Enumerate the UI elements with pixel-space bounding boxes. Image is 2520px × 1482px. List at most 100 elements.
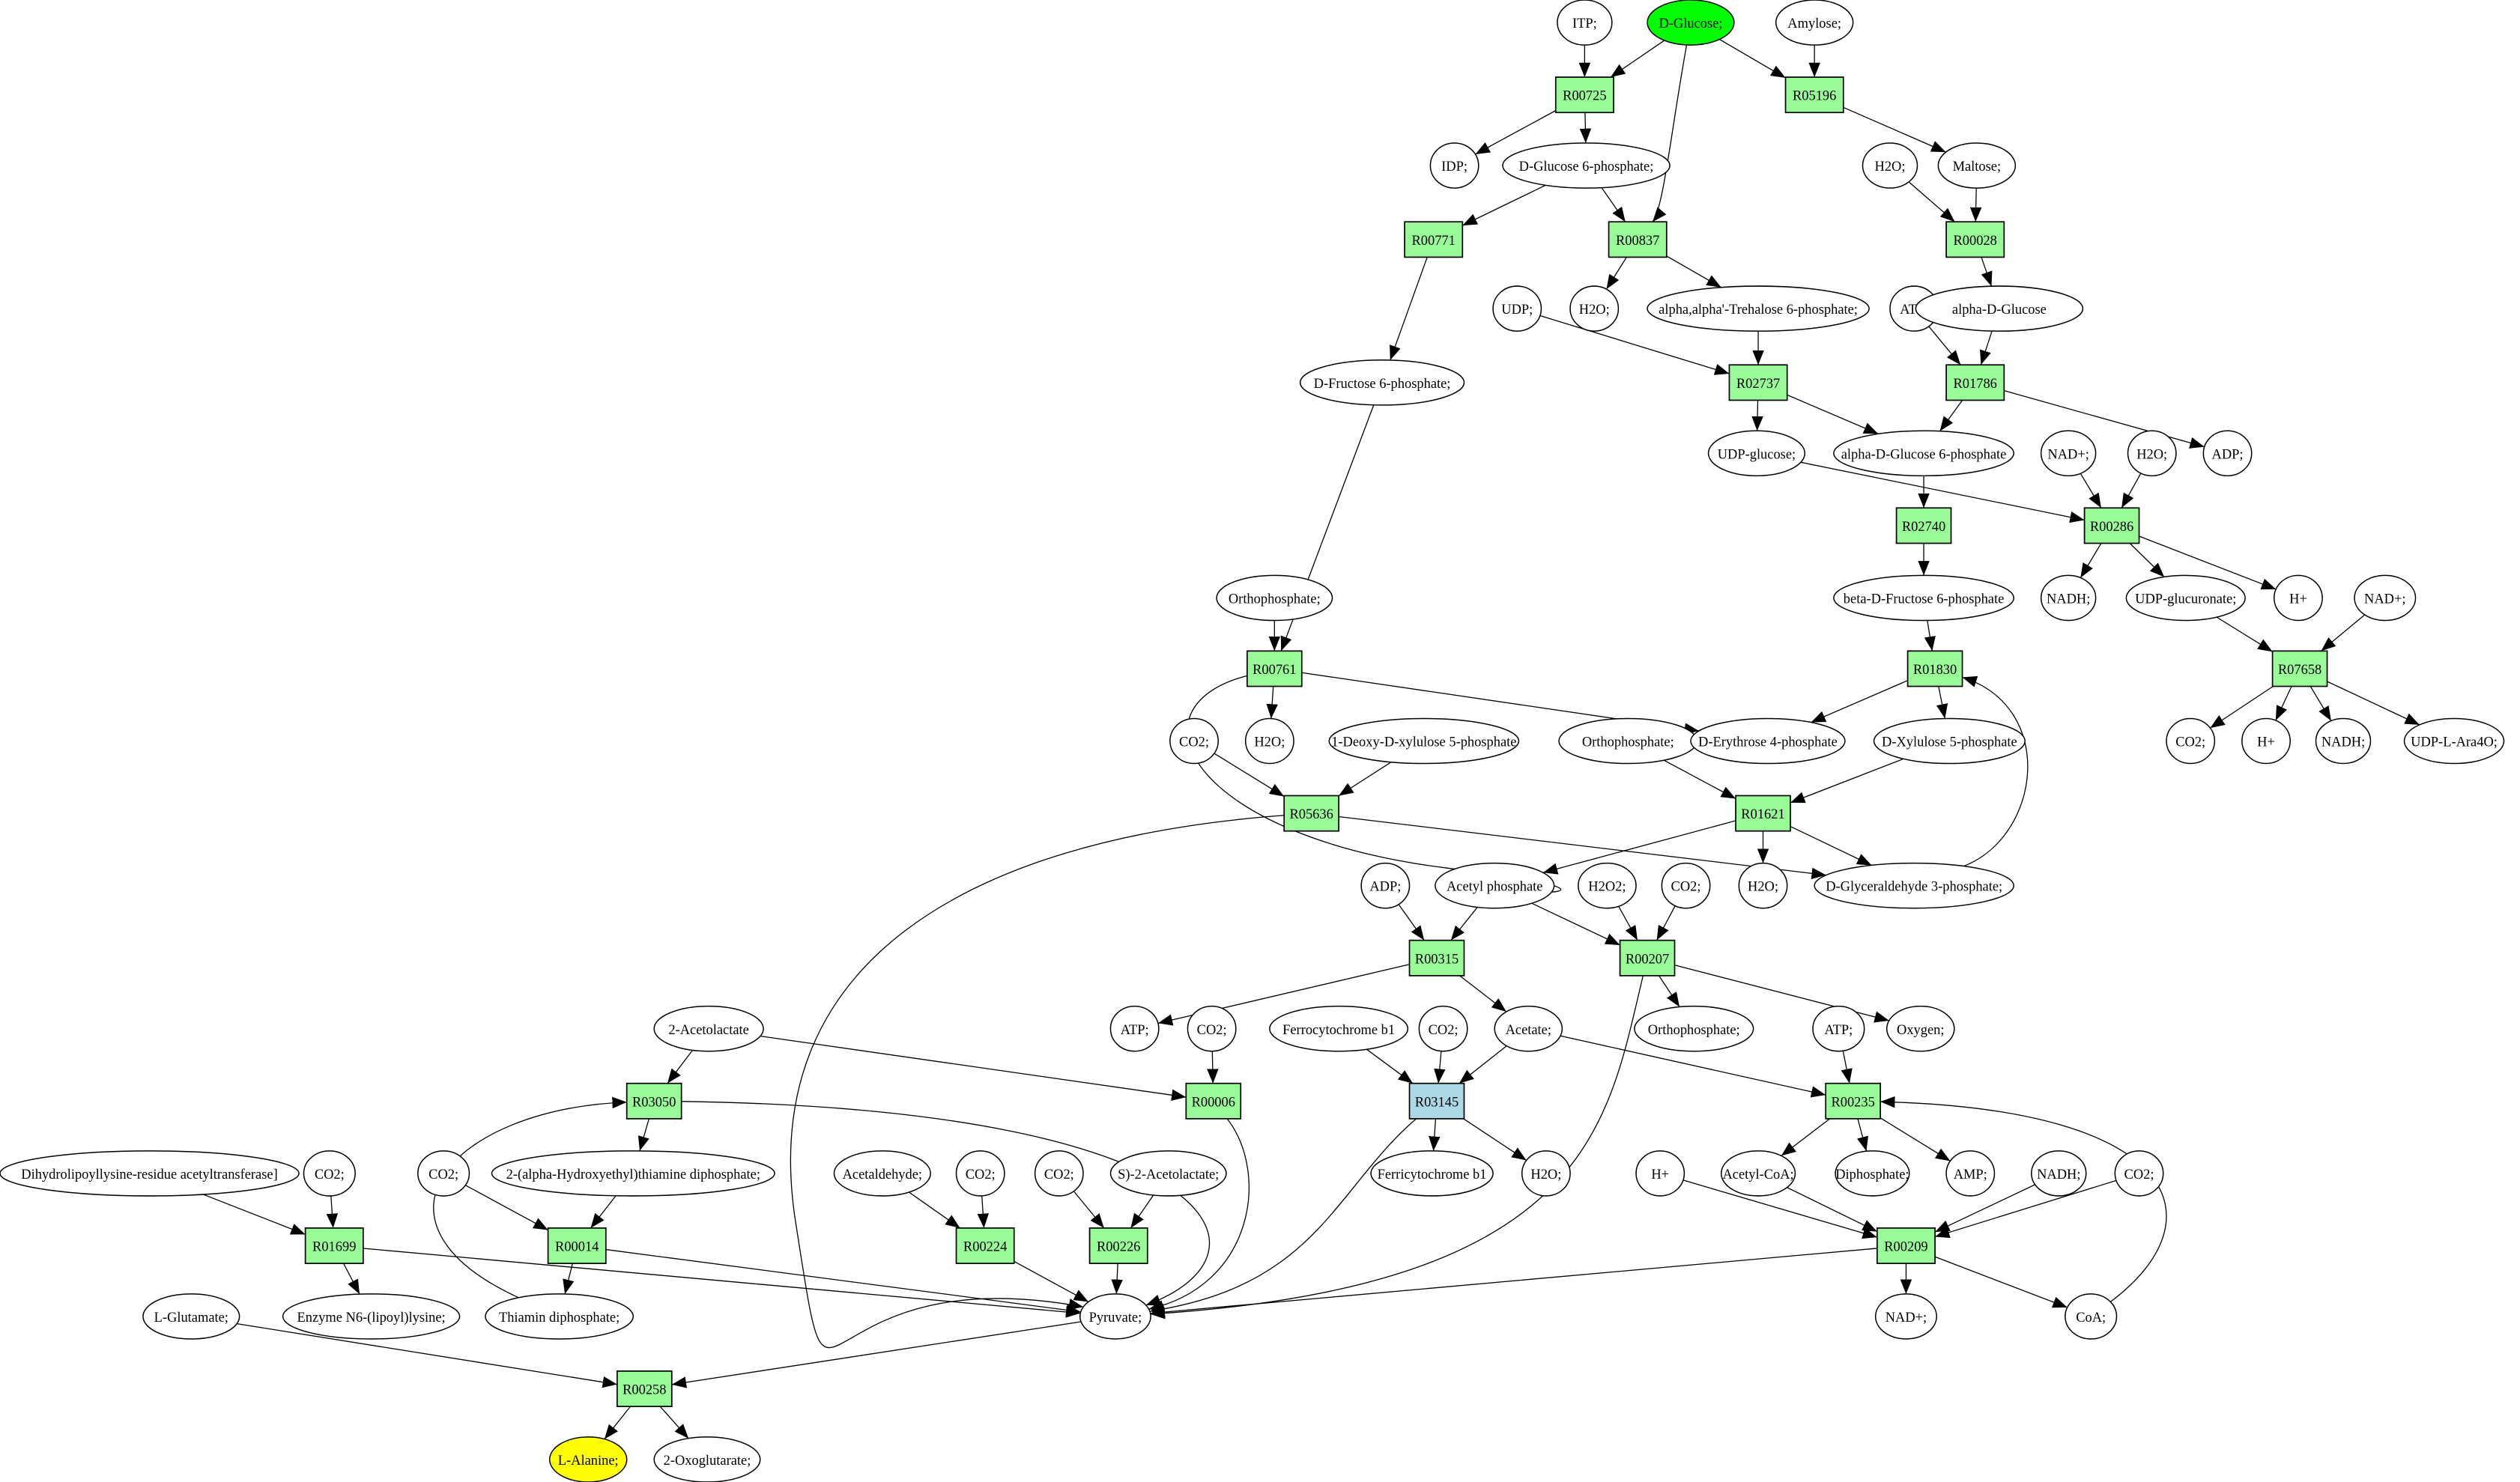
compound-node-tpp[interactable]: Thiamin diphosphate; bbox=[485, 1293, 634, 1340]
reaction-node-R01699[interactable]: R01699 bbox=[304, 1227, 364, 1264]
compound-node-nadh_a[interactable]: NADH; bbox=[2040, 574, 2097, 622]
reaction-node-R00028[interactable]: R00028 bbox=[1945, 221, 2005, 258]
compound-node-ferro[interactable]: Ferrocytochrome b1 bbox=[1269, 1005, 1409, 1052]
compound-node-co2_i[interactable]: CO2; bbox=[1034, 1150, 1084, 1197]
reaction-node-R00207[interactable]: R00207 bbox=[1619, 939, 1676, 977]
compound-node-g6p[interactable]: D-Glucose 6-phosphate; bbox=[1502, 142, 1671, 189]
compound-node-maltose[interactable]: Maltose; bbox=[1937, 142, 2017, 189]
reaction-node-R00209[interactable]: R00209 bbox=[1876, 1227, 1936, 1264]
compound-node-gap[interactable]: D-Glyceraldehyde 3-phosphate; bbox=[1814, 862, 2014, 909]
compound-node-f6p[interactable]: D-Fructose 6-phosphate; bbox=[1299, 359, 1465, 406]
reaction-node-R03050[interactable]: R03050 bbox=[626, 1082, 682, 1120]
compound-node-adp_b[interactable]: ADP; bbox=[1360, 862, 1411, 909]
compound-node-xu5p[interactable]: D-Xylulose 5-phosphate bbox=[1873, 717, 2026, 765]
compound-node-co2_a[interactable]: CO2; bbox=[1169, 717, 1219, 765]
compound-node-lipoyl[interactable]: Enzyme N6-(lipoyl)lysine; bbox=[282, 1293, 461, 1340]
compound-node-h2o_b[interactable]: H2O; bbox=[1569, 285, 1620, 332]
reaction-node-R00761[interactable]: R00761 bbox=[1246, 650, 1303, 687]
compound-node-udpglcu[interactable]: UDP-glucuronate; bbox=[2125, 574, 2246, 622]
reaction-node-R01786[interactable]: R01786 bbox=[1945, 364, 2005, 401]
compound-node-hp_c[interactable]: H+ bbox=[1635, 1150, 1685, 1197]
compound-node-amylose[interactable]: Amylose; bbox=[1775, 0, 1854, 46]
compound-node-lala[interactable]: L-Alanine; bbox=[548, 1436, 628, 1482]
compound-node-ortho_c[interactable]: Orthophosphate; bbox=[1634, 1005, 1754, 1052]
reaction-node-R05636[interactable]: R05636 bbox=[1283, 795, 1339, 832]
reaction-node-R00224[interactable]: R00224 bbox=[955, 1227, 1015, 1264]
compound-node-atp_c[interactable]: ATP; bbox=[1812, 1005, 1865, 1052]
compound-node-h2o_a[interactable]: H2O; bbox=[1862, 142, 1918, 189]
compound-node-acp[interactable]: Acetyl phosphate bbox=[1435, 862, 1555, 909]
compound-node-sacetolac[interactable]: S)-2-Acetolactate; bbox=[1109, 1150, 1227, 1197]
compound-node-hp_b[interactable]: H+ bbox=[2241, 717, 2291, 765]
compound-node-nadh_c[interactable]: NADH; bbox=[2031, 1150, 2087, 1197]
compound-node-h2o_e[interactable]: H2O; bbox=[1738, 862, 1788, 909]
compound-node-t6p[interactable]: alpha,alpha'-Trehalose 6-phosphate; bbox=[1647, 285, 1870, 332]
compound-node-pyr[interactable]: Pyruvate; bbox=[1079, 1293, 1151, 1340]
compound-node-idp[interactable]: IDP; bbox=[1429, 142, 1479, 189]
compound-node-udp[interactable]: UDP; bbox=[1492, 285, 1542, 332]
reaction-node-R00226[interactable]: R00226 bbox=[1088, 1227, 1148, 1264]
compound-node-oxoglu[interactable]: 2-Oxoglutarate; bbox=[653, 1436, 761, 1482]
compound-node-diphos[interactable]: Diphosphate; bbox=[1835, 1150, 1910, 1197]
reaction-node-R07658[interactable]: R07658 bbox=[2271, 650, 2328, 687]
compound-node-e4p[interactable]: D-Erythrose 4-phosphate bbox=[1690, 717, 1846, 765]
compound-node-adp_a[interactable]: ADP; bbox=[2202, 430, 2253, 477]
compound-node-adglc[interactable]: alpha-D-Glucose bbox=[1915, 285, 2084, 332]
compound-node-lglu[interactable]: L-Glutamate; bbox=[142, 1293, 240, 1340]
compound-node-udpara[interactable]: UDP-L-Ara4O; bbox=[2403, 717, 2505, 765]
compound-node-ortho_b[interactable]: Orthophosphate; bbox=[1558, 717, 1698, 765]
compound-node-nad_b[interactable]: NAD+; bbox=[2354, 574, 2417, 622]
compound-node-acetate[interactable]: Acetate; bbox=[1494, 1005, 1563, 1052]
reaction-node-R00837[interactable]: R00837 bbox=[1608, 221, 1668, 258]
reaction-node-R00014[interactable]: R00014 bbox=[547, 1227, 607, 1264]
compound-node-coa[interactable]: CoA; bbox=[2065, 1293, 2118, 1340]
compound-node-co2_c[interactable]: CO2; bbox=[1661, 862, 1711, 909]
node-label: 2-(alpha-Hydroxyethyl)thiamine diphospha… bbox=[506, 1167, 760, 1182]
reaction-node-R00286[interactable]: R00286 bbox=[2083, 507, 2140, 544]
reaction-node-R01830[interactable]: R01830 bbox=[1906, 650, 1963, 687]
compound-node-nad_c[interactable]: NAD+; bbox=[1874, 1293, 1937, 1340]
compound-node-bf6p[interactable]: beta-D-Fructose 6-phosphate bbox=[1833, 574, 2014, 622]
compound-node-hethpp[interactable]: 2-(alpha-Hydroxyethyl)thiamine diphospha… bbox=[491, 1150, 775, 1197]
compound-node-co2_h[interactable]: CO2; bbox=[955, 1150, 1005, 1197]
compound-node-co2_g[interactable]: CO2; bbox=[417, 1150, 470, 1197]
reaction-node-R00258[interactable]: R00258 bbox=[616, 1370, 673, 1407]
reaction-node-R02740[interactable]: R02740 bbox=[1895, 507, 1952, 544]
compound-node-h2o_c[interactable]: H2O; bbox=[2127, 430, 2177, 477]
compound-node-acetolac[interactable]: 2-Acetolactate bbox=[653, 1005, 764, 1052]
compound-node-co2_e[interactable]: CO2; bbox=[1418, 1005, 1468, 1052]
compound-node-co2_b[interactable]: CO2; bbox=[2166, 717, 2216, 765]
reaction-node-R00006[interactable]: R00006 bbox=[1185, 1082, 1242, 1120]
reaction-node-R00771[interactable]: R00771 bbox=[1404, 221, 1464, 258]
compound-node-co2_f[interactable]: CO2; bbox=[303, 1150, 356, 1197]
compound-node-nadh_b[interactable]: NADH; bbox=[2315, 717, 2372, 765]
compound-node-oxygen[interactable]: Oxygen; bbox=[1886, 1005, 1955, 1052]
compound-node-atp_b[interactable]: ATP; bbox=[1109, 1005, 1160, 1052]
reaction-node-R00315[interactable]: R00315 bbox=[1408, 939, 1465, 977]
compound-node-dlat[interactable]: Dihydrolipoyllysine-residue acetyltransf… bbox=[0, 1150, 300, 1197]
compound-node-h2o_f[interactable]: H2O; bbox=[1521, 1150, 1571, 1197]
compound-node-co2_d[interactable]: CO2; bbox=[1187, 1005, 1237, 1052]
compound-node-h2o2[interactable]: H2O2; bbox=[1578, 862, 1637, 909]
reaction-node-R05196[interactable]: R05196 bbox=[1784, 76, 1844, 114]
compound-node-udpglc[interactable]: UDP-glucose; bbox=[1707, 430, 1806, 477]
reaction-node-R00725[interactable]: R00725 bbox=[1554, 76, 1614, 114]
compound-node-co2_j[interactable]: CO2; bbox=[2114, 1150, 2164, 1197]
compound-node-nad_a[interactable]: NAD+; bbox=[2040, 430, 2097, 477]
compound-node-dxp[interactable]: 1-Deoxy-D-xylulose 5-phosphate bbox=[1328, 717, 1520, 765]
compound-node-h2o_d[interactable]: H2O; bbox=[1244, 717, 1294, 765]
compound-node-amp[interactable]: AMP; bbox=[1945, 1150, 1996, 1197]
reaction-node-R00235[interactable]: R00235 bbox=[1825, 1082, 1881, 1120]
compound-node-hp_a[interactable]: H+ bbox=[2274, 574, 2323, 622]
reaction-node-R02737[interactable]: R02737 bbox=[1728, 364, 1788, 401]
compound-node-ferri[interactable]: Ferricytochrome b1 bbox=[1370, 1150, 1494, 1197]
compound-node-itp[interactable]: ITP; bbox=[1557, 0, 1613, 46]
compound-node-adg6p[interactable]: alpha-D-Glucose 6-phosphate bbox=[1833, 430, 2014, 477]
compound-node-accoa[interactable]: Acetyl-CoA; bbox=[1720, 1150, 1796, 1197]
reaction-node-R03145[interactable]: R03145 bbox=[1408, 1082, 1465, 1120]
compound-node-dglc[interactable]: D-Glucose; bbox=[1647, 0, 1735, 46]
compound-node-ortho_a[interactable]: Orthophosphate; bbox=[1216, 574, 1333, 622]
compound-node-acetald[interactable]: Acetaldehyde; bbox=[833, 1150, 931, 1197]
reaction-node-R01621[interactable]: R01621 bbox=[1735, 795, 1791, 832]
edge-R01699-to-pyr bbox=[363, 1248, 1081, 1318]
